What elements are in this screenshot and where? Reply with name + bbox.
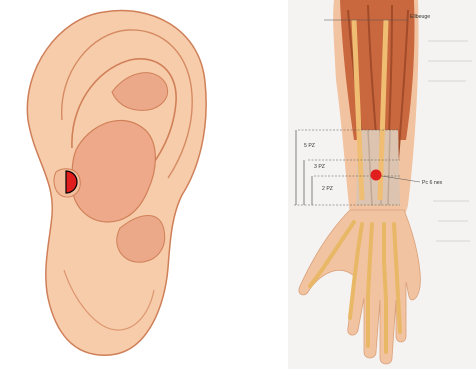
forearm-drawing: Ellbeuge 5 PZ 3 PZ 2 PZ Pc 6 nex [288, 0, 476, 369]
ear-illustration [0, 0, 232, 369]
forearm-illustration: Ellbeuge 5 PZ 3 PZ 2 PZ Pc 6 nex [288, 0, 476, 369]
pc6-acupoint-marker [371, 170, 382, 181]
ear-drawing [0, 0, 232, 369]
forearm-muscles [340, 0, 415, 140]
label-2pz: 2 PZ [322, 186, 333, 192]
label-5pz: 5 PZ [304, 143, 315, 149]
label-3pz: 3 PZ [314, 164, 325, 170]
label-pc6: Pc 6 nex [422, 180, 443, 186]
label-elbow: Ellbeuge [410, 14, 430, 20]
